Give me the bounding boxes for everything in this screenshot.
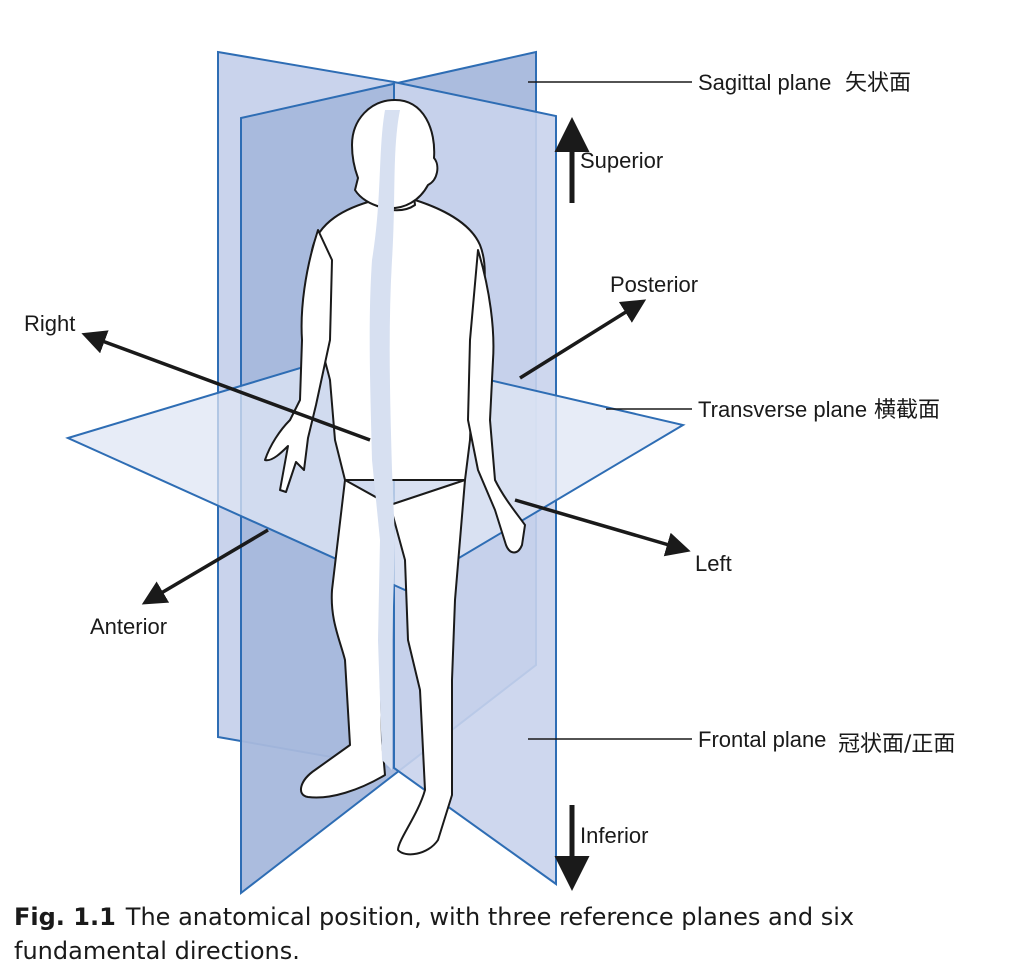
right-arrow <box>81 330 371 442</box>
sagittal-label-cn: 矢状面 <box>845 71 911 96</box>
right-leg <box>299 479 391 799</box>
frontal-label: Frontal plane <box>698 727 826 752</box>
anterior-arrow <box>141 528 269 605</box>
left-label: Left <box>695 551 732 576</box>
posterior-label: Posterior <box>610 272 698 297</box>
transverse-label: Transverse plane <box>698 397 867 422</box>
caption-text: The anatomical position, with three refe… <box>14 903 855 965</box>
left-arrow <box>514 498 691 557</box>
body-shadow <box>369 110 400 770</box>
right-label: Right <box>24 311 75 336</box>
sagittal-label: Sagittal plane <box>698 70 831 95</box>
torso <box>309 199 486 481</box>
inferior-label: Inferior <box>580 823 648 848</box>
right-arm <box>264 229 333 493</box>
frontal-label-cn: 冠状面/正面 <box>838 732 955 757</box>
human-figure <box>264 99 526 856</box>
posterior-arrow <box>519 299 647 380</box>
anterior-label: Anterior <box>90 614 167 639</box>
superior-label: Superior <box>580 148 663 173</box>
left-leg <box>389 479 466 856</box>
transverse-label-cn: 横截面 <box>874 398 940 423</box>
left-arm <box>467 249 526 554</box>
figure-number: Fig. 1.1 <box>14 903 116 931</box>
